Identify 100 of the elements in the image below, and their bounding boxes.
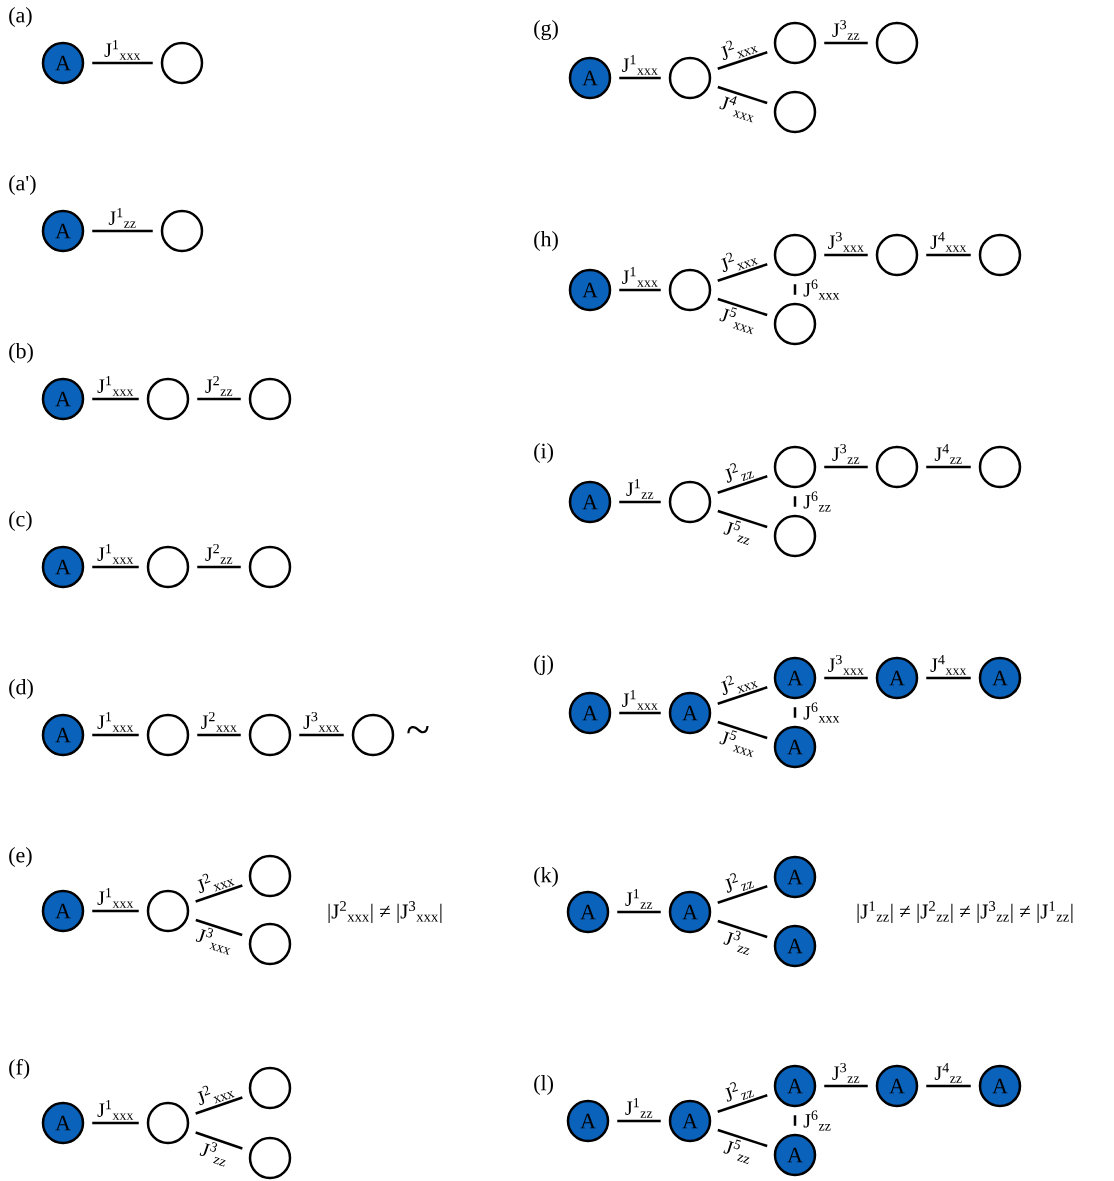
empty-circle — [146, 1101, 190, 1145]
coupling-line — [717, 919, 768, 939]
panel-label: (j) — [534, 655, 553, 675]
inequality-text: |J$^{1}$$_{zz}$| ≠ |J$^{2}$$_{zz}$| ≠ |J$^{3}$$_{zz}$| ≠ |J$^{1}$$_{zz}$| — [857, 901, 1073, 923]
coupling-line — [617, 1119, 661, 1123]
edge-label: J$^{2}$xxx — [721, 675, 759, 696]
tilde-sign: ~ — [407, 725, 429, 734]
coupling-line — [926, 465, 971, 469]
edge-label: J$^{5}$zz — [723, 520, 750, 545]
edge-label: J$^{2}$xxx — [721, 40, 759, 61]
empty-circle — [160, 209, 204, 253]
edge-label: J$^{3}$zz — [723, 930, 750, 955]
coupling-line — [717, 720, 768, 740]
empty-circle — [773, 445, 817, 489]
edge-label: J$^{6}$xxx — [803, 279, 840, 300]
coupling-line — [195, 1096, 243, 1115]
panel-label: (e) — [9, 847, 32, 867]
empty-circle — [248, 545, 292, 589]
coupling-line — [926, 253, 971, 257]
panel-label: (a') — [9, 175, 36, 195]
coupling-line — [717, 1094, 768, 1113]
edge-label: J$^{2}$zz — [205, 543, 233, 564]
empty-circle — [146, 713, 190, 757]
empty-circle — [773, 302, 817, 346]
panel-label: (h) — [534, 231, 558, 251]
edge-label: J$^{2}$zz — [725, 873, 754, 893]
panel-label: (d) — [9, 679, 33, 699]
coupling-line — [824, 253, 868, 257]
edge-label: J$^{6}$zz — [803, 491, 831, 512]
coupling-line — [824, 1084, 868, 1088]
coupling-line — [197, 397, 241, 401]
edge-label: J$^{6}$xxx — [803, 702, 840, 723]
edge-label: J$^{5}$xxx — [719, 730, 754, 758]
edge-label: J$^{4}$zz — [934, 443, 962, 464]
edge-label: J$^{4}$zz — [934, 1062, 962, 1083]
empty-circle — [875, 445, 919, 489]
coupling-line — [793, 1115, 797, 1126]
edge-label: J$^{1}$xxx — [97, 375, 134, 396]
empty-circle — [978, 233, 1022, 277]
inequality-text: |J$^{2}$$_{xxx}$| ≠ |J$^{3}$$_{xxx}$| — [328, 901, 442, 923]
empty-circle — [668, 268, 712, 312]
empty-circle — [773, 514, 817, 558]
coupling-line — [717, 885, 768, 904]
coupling-line — [197, 565, 241, 569]
edge-label: J$^{1}$xxx — [104, 39, 141, 60]
panel-label: (b) — [9, 343, 33, 363]
coupling-line — [619, 500, 661, 504]
coupling-line — [717, 686, 768, 705]
edge-label: J$^{2}$zz — [725, 463, 754, 483]
empty-circle — [248, 713, 292, 757]
empty-circle — [248, 854, 292, 898]
coupling-line — [92, 397, 139, 401]
coupling-line — [92, 733, 139, 737]
edge-label: J$^{1}$zz — [626, 478, 654, 499]
edge-label: J$^{4}$xxx — [930, 231, 967, 252]
edge-label: J$^{3}$xxx — [195, 927, 231, 955]
empty-circle — [773, 90, 817, 134]
coupling-line — [299, 733, 344, 737]
coupling-line — [717, 1128, 768, 1148]
edge-label: J$^{2}$zz — [725, 1082, 754, 1102]
edge-label: J$^{1}$xxx — [622, 266, 658, 287]
edge-label: J$^{3}$zz — [832, 1062, 860, 1083]
edge-label: J$^{2}$zz — [205, 375, 233, 396]
empty-circle — [875, 21, 919, 65]
coupling-line — [619, 288, 661, 292]
coupling-line — [92, 61, 153, 65]
coupling-line — [92, 909, 139, 913]
panel-label: (k) — [534, 867, 558, 887]
coupling-line — [92, 1121, 139, 1125]
coupling-line — [793, 707, 797, 718]
coupling-line — [195, 1131, 243, 1150]
edge-label: J$^{3}$zz — [832, 443, 860, 464]
edge-label: J$^{1}$xxx — [622, 689, 658, 710]
coupling-line — [195, 918, 243, 937]
empty-circle — [248, 377, 292, 421]
edge-label: J$^{3}$xxx — [828, 654, 864, 675]
panel-label: (c) — [9, 511, 32, 531]
coupling-line — [195, 884, 243, 903]
edge-label: J$^{2}$xxx — [197, 873, 235, 894]
panel-label: (l) — [534, 1075, 553, 1095]
coupling-line — [619, 76, 661, 80]
edge-label: J$^{2}$xxx — [721, 252, 759, 273]
coupling-line — [717, 263, 768, 282]
coupling-line — [92, 565, 139, 569]
coupling-line — [717, 475, 768, 494]
edge-label: J$^{1}$zz — [108, 207, 136, 228]
edge-label: J$^{1}$xxx — [97, 711, 134, 732]
edge-label: J$^{3}$zz — [199, 1142, 226, 1167]
coupling-line — [197, 733, 241, 737]
empty-circle — [773, 21, 817, 65]
empty-circle — [351, 713, 395, 757]
edge-label: J$^{1}$xxx — [97, 543, 134, 564]
edge-label: J$^{6}$zz — [803, 1110, 831, 1131]
empty-circle — [875, 233, 919, 277]
panel-label: (f) — [9, 1058, 30, 1080]
coupling-line — [926, 676, 971, 680]
empty-circle — [248, 1066, 292, 1110]
edge-label: J$^{1}$xxx — [622, 54, 658, 75]
edge-label: J$^{1}$zz — [625, 888, 653, 909]
empty-circle — [146, 889, 190, 933]
